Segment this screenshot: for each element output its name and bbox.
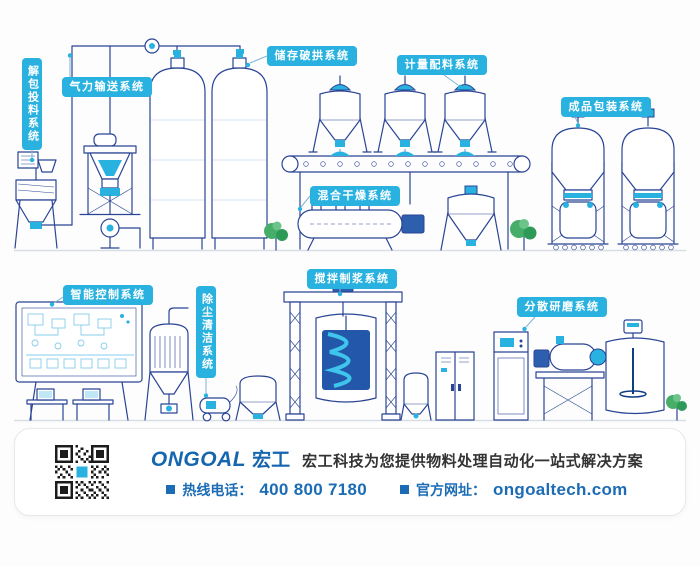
packaging-unit-1 <box>547 108 609 251</box>
operator-desks <box>26 388 114 421</box>
label-dust-cleaning-system: 除尘清洁系统 <box>196 286 216 378</box>
metering-hopper-1 <box>308 75 372 153</box>
footer-bar: ONGOAL 宏工 宏工科技为您提供物料处理自动化一站式解决方案 热线电话： 4… <box>14 428 686 516</box>
cleaning-cart <box>199 385 238 422</box>
grinding-cabinet <box>493 331 529 421</box>
bullet-square-icon <box>400 485 410 494</box>
label-packaging-system: 成品包装系统 <box>561 97 651 117</box>
tree-2 <box>510 219 537 251</box>
footer-contact-line: 热线电话： 400 800 7180 官方网址： ongoaltech.com <box>166 480 627 500</box>
label-mixing-drying-system: 混合干燥系统 <box>310 186 400 206</box>
storage-silo-2 <box>211 51 268 250</box>
control-monitor <box>15 301 143 421</box>
hotline-label: 热线电话： <box>182 481 253 498</box>
qr-code <box>55 445 109 499</box>
label-storage-system: 储存破拱系统 <box>267 46 357 66</box>
label-smart-control-system: 智能控制系统 <box>63 285 153 305</box>
brand-logo-en: ONGOAL <box>150 447 247 471</box>
mixer-dryer <box>297 201 425 251</box>
cone-dryer <box>440 185 502 251</box>
pneumatic-pipes <box>71 38 244 226</box>
tree-1 <box>264 221 288 251</box>
tree-3 <box>666 394 687 421</box>
packaging-unit-2 <box>617 108 679 251</box>
dust-collector <box>144 307 194 421</box>
electric-cabinet <box>435 351 475 421</box>
metering-hopper-2 <box>373 75 437 153</box>
website-label: 官方网址： <box>416 481 487 498</box>
brand-logo-cn: 宏工 <box>252 449 291 471</box>
feeding-station <box>79 133 141 249</box>
floor-lines <box>14 249 686 422</box>
metering-hopper-3 <box>433 75 497 153</box>
label-dispersing-grinding-system: 分散研磨系统 <box>517 297 607 317</box>
hotline-number: 400 800 7180 <box>259 479 368 499</box>
holding-tank <box>400 372 432 421</box>
bullet-square-icon <box>166 485 176 494</box>
stirring-tank-frame <box>283 279 403 421</box>
buffer-hopper <box>235 375 281 421</box>
storage-silo-1 <box>149 51 206 250</box>
footer-slogan: 宏工科技为您提供物料处理自动化一站式解决方案 <box>302 452 644 470</box>
bead-mill <box>533 336 613 421</box>
footer-brand-line: ONGOAL 宏工 宏工科技为您提供物料处理自动化一站式解决方案 <box>151 445 643 472</box>
dispersion-tank <box>605 319 665 415</box>
footer-text: ONGOAL 宏工 宏工科技为您提供物料处理自动化一站式解决方案 热线电话： 4… <box>133 445 661 500</box>
unpacking-machine <box>14 151 73 249</box>
label-unpacking-system: 解包投料系统 <box>22 58 42 150</box>
label-pneumatic-system: 气力输送系统 <box>62 77 152 97</box>
website-url: ongoaltech.com <box>493 479 628 499</box>
callout-connectors <box>29 53 581 398</box>
label-stirring-pulping-system: 搅拌制浆系统 <box>307 269 397 289</box>
label-metering-system: 计量配料系统 <box>397 55 487 75</box>
